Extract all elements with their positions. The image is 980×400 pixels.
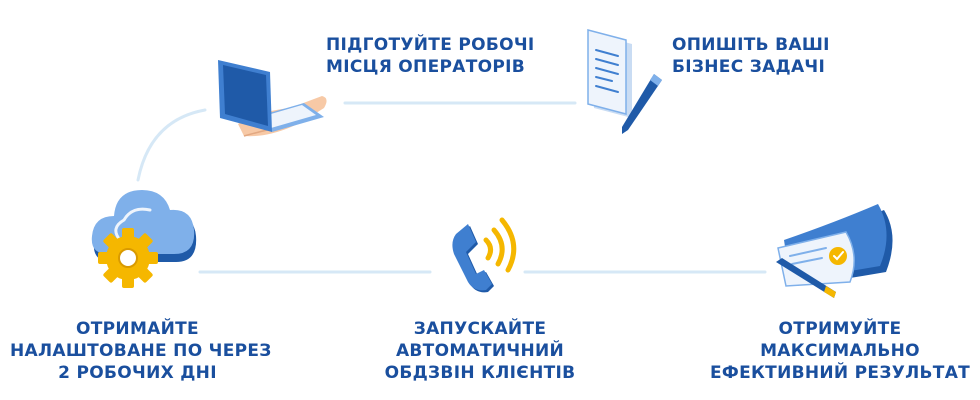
step-label-cloud: ОТРИМАЙТЕ НАЛАШТОВАНЕ ПО ЧЕРЕЗ 2 РОБОЧИХ… [10, 318, 272, 384]
laptop-hand-icon [218, 60, 327, 137]
step-label-line: НАЛАШТОВАНЕ ПО ЧЕРЕЗ [10, 341, 272, 361]
step-label-line: БІЗНЕС ЗАДАЧІ [672, 57, 826, 77]
cloud-gear-icon [91, 190, 197, 288]
step-label-line: АВТОМАТИЧНИЙ [395, 341, 565, 361]
step-label-line: ЕФЕКТИВНИЙ РЕЗУЛЬТАТ [710, 363, 971, 383]
step-label-result: ОТРИМУЙТЕ МАКСИМАЛЬНО ЕФЕКТИВНИЙ РЕЗУЛЬТ… [710, 318, 970, 384]
step-label-line: 2 РОБОЧИХ ДНІ [58, 363, 217, 383]
step-label-line: ОБДЗВІН КЛІЄНТІВ [384, 363, 576, 383]
step-label-line: ПІДГОТУЙТЕ РОБОЧІ [326, 35, 535, 55]
step-label-document: ОПИШІТЬ ВАШІ БІЗНЕС ЗАДАЧІ [672, 34, 830, 78]
step-label-laptop: ПІДГОТУЙТЕ РОБОЧІ МІСЦЯ ОПЕРАТОРІВ [326, 34, 535, 78]
step-label-line: ОТРИМАЙТЕ [76, 319, 199, 339]
step-label-line: ЗАПУСКАЙТЕ [413, 319, 547, 339]
step-label-phone: ЗАПУСКАЙТЕ АВТОМАТИЧНИЙ ОБДЗВІН КЛІЄНТІВ [370, 318, 590, 384]
step-label-line: ОТРИМУЙТЕ [778, 319, 902, 339]
step-label-line: МІСЦЯ ОПЕРАТОРІВ [326, 57, 525, 77]
result-document-icon [776, 204, 893, 298]
connector-cloud-laptop [136, 108, 207, 182]
step-label-line: МАКСИМАЛЬНО [760, 341, 920, 361]
phone-call-icon [452, 217, 517, 293]
step-label-line: ОПИШІТЬ ВАШІ [672, 35, 830, 55]
document-pen-icon [587, 29, 662, 134]
connectors [136, 101, 767, 274]
